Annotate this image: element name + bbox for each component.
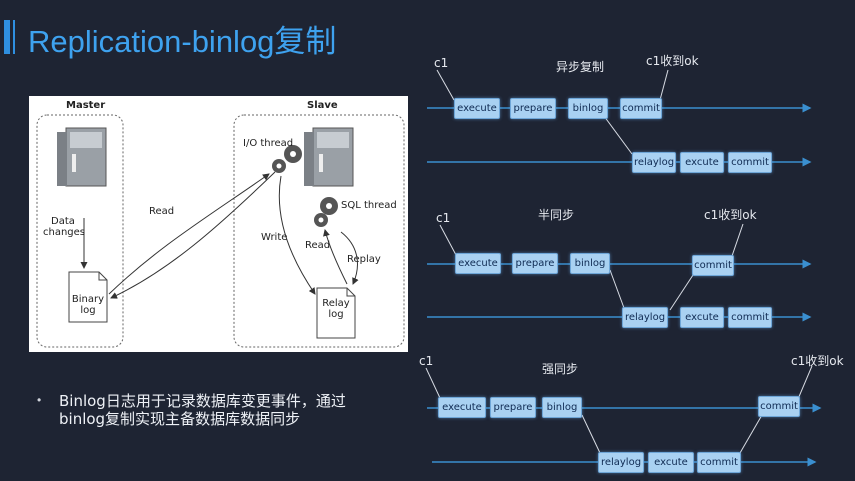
flow3-bottom-commit-box: commit [697, 452, 741, 473]
write-label: Write [261, 232, 288, 243]
flow2-commit-box: commit [692, 255, 734, 276]
io-thread-label: I/O thread [243, 138, 294, 149]
bullet-dot-icon: • [37, 393, 42, 407]
flow1-ok-label: c1收到ok [646, 54, 699, 68]
flow1-bottom-commit-box: commit [728, 152, 772, 173]
title-accent-bar-thin [13, 20, 15, 54]
flow3-excute-box: excute [648, 452, 694, 473]
flow3-relaylog-box: relaylog [598, 452, 644, 473]
flow1-mode-label: 异步复制 [556, 60, 605, 74]
read-label-right: Read [305, 240, 331, 251]
data-changes-label: Data changes [43, 216, 86, 238]
binary-log-label: Binary log [71, 294, 105, 316]
flow2-relaylog-box: relaylog [622, 307, 668, 328]
flow3-mode-label: 强同步 [542, 362, 579, 376]
flow1-commit-box: commit [620, 98, 662, 119]
flow2-excute-box: excute [680, 307, 724, 328]
sql-thread-label: SQL thread [341, 200, 397, 211]
flow1-c1-label: c1 [434, 56, 449, 70]
flow2-prepare-box: prepare [512, 253, 558, 274]
master-label: Master [66, 100, 106, 111]
sql-thread-gear-icon [314, 197, 338, 227]
slave-server-icon [304, 127, 354, 187]
io-thread-gear-icon [272, 145, 302, 173]
master-slave-graphic [36, 114, 405, 348]
flow2-mode-label: 半同步 [538, 208, 575, 222]
flow2-binlog-box: binlog [570, 253, 610, 274]
flow3-execute-box: execute [438, 397, 486, 418]
flow2-ok-label: c1收到ok [704, 208, 757, 222]
bullet-text: Binlog日志用于记录数据库变更事件，通过binlog复制实现主备数据库数据同… [59, 392, 346, 428]
flow1-relaylog-box: relaylog [632, 152, 676, 173]
flow3-c1-label: c1 [419, 354, 434, 368]
slave-label: Slave [307, 100, 338, 111]
flow1-binlog-box: binlog [568, 98, 608, 119]
flow3-binlog-box: binlog [542, 397, 582, 418]
slide-title: Replication-binlog复制 [28, 24, 337, 59]
flow2-c1-label: c1 [436, 211, 451, 225]
flow3-ok-label: c1收到ok [791, 354, 844, 368]
flow1-execute-box: execute [454, 98, 500, 119]
flow3-commit-box: commit [758, 396, 800, 417]
flow3-prepare-box: prepare [490, 397, 536, 418]
flow1-excute-box: excute [680, 152, 724, 173]
relay-log-label: Relay log [322, 298, 350, 320]
binary-log-icon [68, 271, 108, 323]
master-slave-diagram: Master Slave Data changes Binary log Rea… [29, 96, 408, 352]
flow2-bottom-commit-box: commit [728, 307, 772, 328]
title-accent-bar [4, 20, 10, 54]
read-label-left: Read [149, 206, 175, 217]
master-server-icon [57, 127, 107, 187]
replay-label: Replay [347, 254, 381, 265]
flow2-execute-box: execute [455, 253, 501, 274]
flow1-prepare-box: prepare [510, 98, 556, 119]
relay-log-icon [316, 287, 356, 339]
